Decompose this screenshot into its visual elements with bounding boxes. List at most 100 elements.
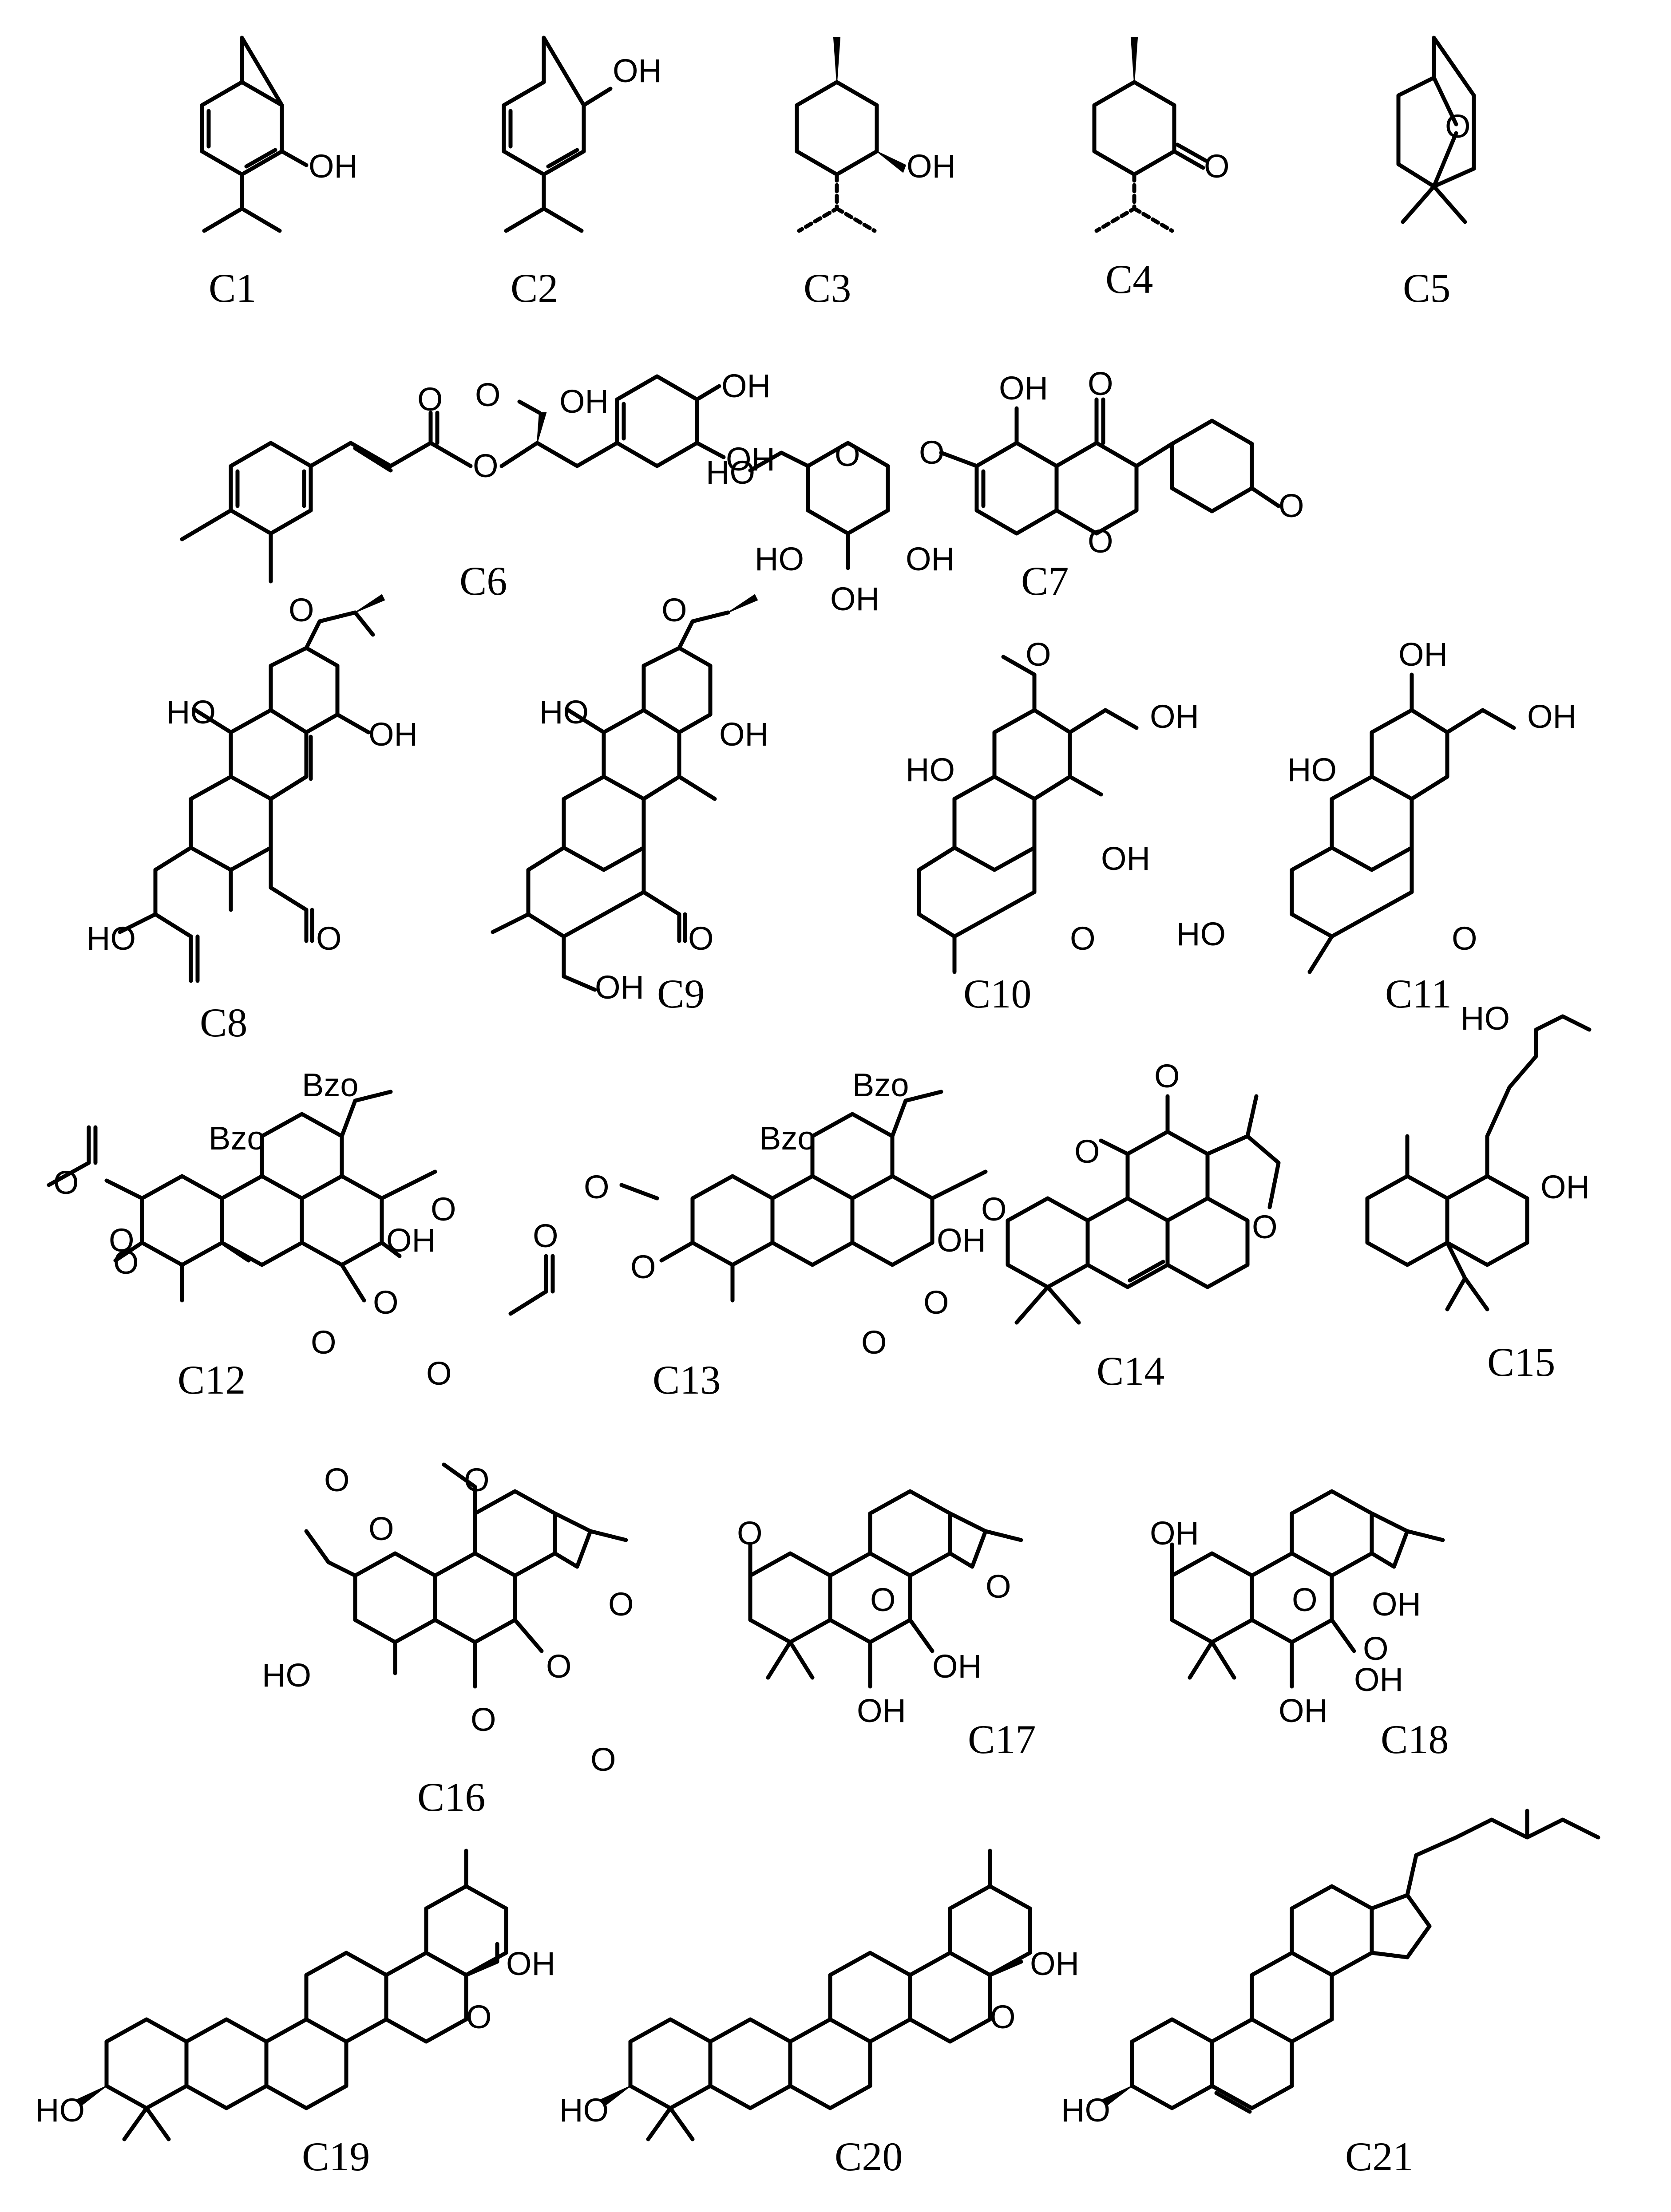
c11-label-5: O (1452, 920, 1477, 957)
c9-label-3: O (661, 592, 687, 628)
c16-label-9: O (590, 1741, 616, 1778)
c13-label-5: O (630, 1248, 656, 1285)
structure-c18: OH O OH O OH OH C18 (1150, 1489, 1449, 1762)
c18-label-2: O (1292, 1581, 1318, 1618)
c17-label-5: OH (857, 1692, 906, 1729)
c7-label-6: O (1088, 523, 1113, 560)
c7-label-5: O (919, 434, 945, 471)
c16-label-2: O (464, 1462, 490, 1498)
c19-label-1: OH (506, 1945, 555, 1982)
structure-c20: OH O HO C20 (559, 1849, 1079, 2179)
c7-label-10: O (1279, 487, 1304, 524)
c10-label-2: OH (1150, 698, 1199, 735)
c13-label-8: O (923, 1284, 949, 1321)
c6-label-1: O (417, 381, 443, 418)
c16-label-3: O (324, 1462, 350, 1498)
c12-label-6: O (431, 1191, 456, 1228)
c13-caption: C13 (653, 1357, 721, 1402)
c9-label-1: HO (539, 694, 589, 731)
c8-label-1: HO (166, 694, 216, 731)
structure-c5: O C5 (1396, 36, 1476, 311)
structure-c10: O OH HO OH O C10 (906, 636, 1199, 1016)
c9-label-2: OH (719, 716, 768, 753)
c12-label-2: Bzo (302, 1066, 359, 1103)
c19-label-3: HO (36, 2092, 85, 2129)
c17-caption: C17 (968, 1717, 1036, 1762)
c12-label-9: O (311, 1324, 337, 1361)
c7-caption: C7 (1021, 558, 1069, 604)
c6-label-5: OH (721, 367, 771, 404)
c7-label-1: OH (999, 370, 1048, 407)
c7-label-3: HO (706, 454, 755, 491)
c7-label-8: OH (906, 541, 955, 577)
c21-label-1: HO (1061, 2092, 1110, 2129)
c16-label-1: O (426, 1355, 452, 1392)
c11-label-2: OH (1527, 698, 1576, 735)
c11-label-3: HO (1287, 751, 1337, 788)
c11-label-1: OH (1398, 636, 1448, 673)
c14-label-2: O (1154, 1058, 1180, 1094)
c16-label-5: HO (262, 1657, 311, 1694)
c20-label-1: OH (1030, 1945, 1079, 1982)
c19-caption: C19 (302, 2134, 370, 2179)
c13-label-2: Bzo (852, 1066, 909, 1103)
c8-caption: C8 (200, 1000, 247, 1045)
structure-c11: OH OH HO HO O C11 (1176, 636, 1576, 1016)
structure-c19: OH O HO C19 (36, 1849, 555, 2179)
c17-label-1: O (737, 1515, 763, 1552)
c12-label-5: O (109, 1222, 135, 1259)
structure-c21: HO C21 (1061, 1809, 1600, 2179)
c18-label-1: OH (1150, 1515, 1199, 1552)
c11-label-4: HO (1176, 916, 1226, 952)
c13-label-6: O (981, 1191, 1007, 1228)
c15-label-2: OH (1540, 1169, 1590, 1205)
c6-label-3: O (475, 376, 501, 413)
structure-c13: Bzo Bzo O O O O OH O O C13 (508, 1066, 1007, 1402)
c20-label-2: O (990, 1999, 1016, 2035)
structure-c6: O OH O O OH OH C6 (180, 367, 775, 604)
structure-c8: HO OH HO O O C8 (87, 592, 418, 1045)
c12-label-1: Bzo (209, 1120, 265, 1157)
c19-label-2: O (466, 1999, 492, 2035)
c15-label-1: HO (1461, 1000, 1510, 1037)
c6-caption: C6 (459, 558, 507, 604)
c10-label-1: O (1026, 636, 1051, 673)
c9-label-5: OH (595, 969, 644, 1006)
c18-caption: C18 (1381, 1717, 1449, 1762)
c20-caption: C20 (835, 2134, 903, 2179)
c7-label-4: O (835, 436, 860, 473)
c11-caption: C11 (1385, 971, 1452, 1016)
c10-label-4: OH (1101, 840, 1150, 877)
c3-caption: C3 (804, 265, 851, 311)
c8-label-3: HO (87, 920, 136, 957)
c14-caption: C14 (1097, 1348, 1164, 1394)
c6-label-2: OH (559, 383, 609, 420)
c12-caption: C12 (178, 1357, 246, 1402)
c20-label-3: HO (559, 2092, 609, 2129)
c1-caption: C1 (209, 265, 256, 311)
c4-caption: C4 (1105, 257, 1153, 302)
c16-label-6: O (608, 1586, 634, 1623)
c16-label-7: O (546, 1648, 572, 1685)
c4-label: O (1204, 148, 1230, 185)
structure-c9: HO OH O O OH C9 (491, 592, 768, 1016)
c16-label-4: O (368, 1510, 394, 1547)
structure-c15: HO OH C15 (1365, 1000, 1592, 1385)
c18-label-3: OH (1372, 1586, 1421, 1623)
c1-label: OH (309, 148, 358, 185)
c13-label-4: O (533, 1217, 558, 1254)
c6-label-4: O (473, 447, 499, 484)
c9-caption: C9 (657, 971, 705, 1016)
c14-label-3: O (1252, 1209, 1278, 1245)
c5-label: O (1445, 108, 1471, 145)
c12-label-3: O (53, 1164, 79, 1201)
structure-c7: OH O HO O O O HO OH OH O C7 (706, 365, 1304, 617)
c12-label-7: OH (386, 1222, 436, 1259)
structure-c14: O O O C14 (1006, 1058, 1281, 1394)
c8-label-4: O (289, 592, 314, 628)
c7-label-2: O (1088, 365, 1113, 402)
c12-label-8: O (373, 1284, 399, 1321)
c12-label-4: O (113, 1244, 139, 1281)
c8-label-5: O (316, 920, 342, 957)
